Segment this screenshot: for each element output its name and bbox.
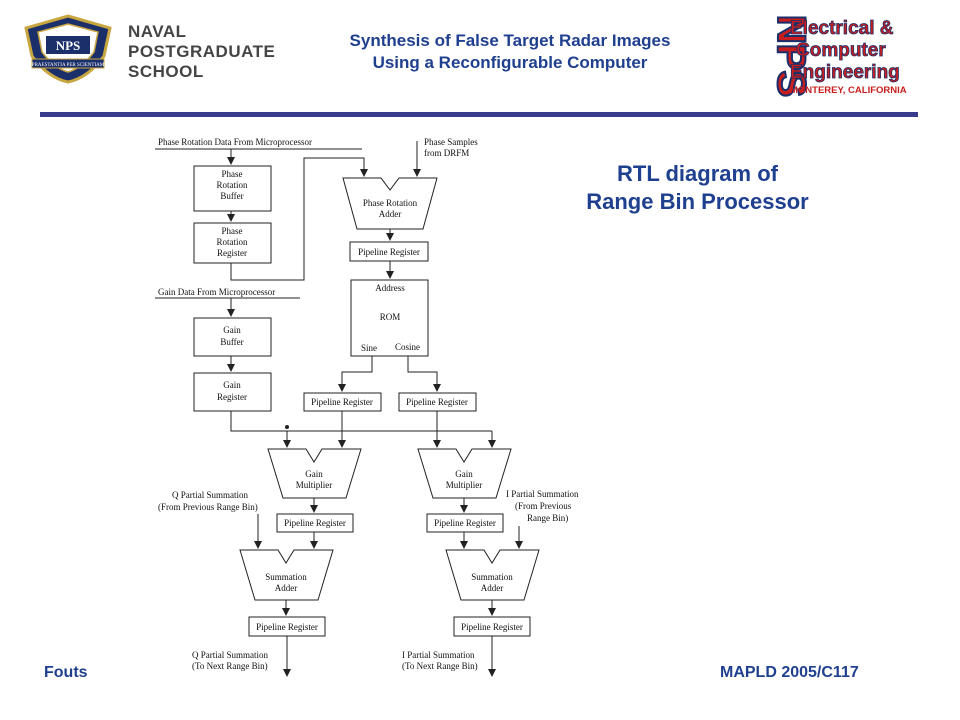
q-partial-out-label-1: Q Partial Summation [192,650,268,660]
i-partial-in-label-3: Range Bin) [527,513,568,523]
ece-line-2: Computer [796,40,886,61]
svg-text:Pipeline Register: Pipeline Register [358,247,420,257]
svg-text:Address: Address [375,283,405,293]
summation-adder-i [445,549,540,601]
svg-text:Pipeline Register: Pipeline Register [284,518,346,528]
i-partial-in-label-2: (From Previous [515,501,572,511]
svg-text:Adder: Adder [481,583,504,593]
pipeline-register-phase [349,241,429,262]
svg-text:Gain: Gain [223,325,241,335]
pipeline-register-q-mult [276,513,354,533]
gain-buffer [193,317,272,357]
i-partial-out-label-1: I Partial Summation [402,650,475,660]
svg-text:Phase: Phase [222,226,243,236]
gain-register [193,372,272,412]
slide-title-line-1: RTL diagram of [617,161,778,186]
svg-text:Pipeline Register: Pipeline Register [434,518,496,528]
header-rule [40,112,918,117]
svg-text:Phase: Phase [222,169,243,179]
q-partial-in-label-2: (From Previous Range Bin) [158,502,258,512]
junction-dot [285,425,289,429]
phase-rotation-adder [342,177,438,230]
svg-text:Buffer: Buffer [220,337,243,347]
svg-text:Cosine: Cosine [395,342,420,352]
title-line-1: Synthesis of False Target Radar Images [349,31,671,50]
q-partial-in-label-1: Q Partial Summation [172,490,248,500]
svg-text:Adder: Adder [275,583,298,593]
title-line-2: Using a Reconfigurable Computer [372,53,648,72]
svg-text:Rotation: Rotation [217,180,248,190]
svg-text:Multiplier: Multiplier [446,480,483,490]
svg-text:Gain: Gain [223,380,241,390]
ece-line-3: Engineering [790,62,900,83]
ece-line-1: Electrical & [790,18,894,39]
i-partial-out-label-2: (To Next Range Bin) [402,661,478,671]
footer-author: Fouts [44,664,88,681]
slide-title-line-2: Range Bin Processor [586,189,809,214]
svg-text:Rotation: Rotation [217,237,248,247]
svg-text:Register: Register [217,248,247,258]
seal-text: NPS [56,38,81,53]
phase-samples-label-2: from DRFM [424,148,469,158]
rom [350,279,429,357]
ece-logo: NPS Electrical & Computer Engineering MO… [768,14,907,98]
ece-nps-letters: NPS [769,15,813,97]
i-partial-in-label-1: I Partial Summation [506,489,579,499]
summation-adder-q [239,549,334,601]
phase-rotation-input-label: Phase Rotation Data From Microprocessor [158,137,312,147]
phase-rotation-buffer [193,165,272,212]
phase-rotation-register [193,222,272,264]
svg-text:Pipeline Register: Pipeline Register [311,397,373,407]
svg-text:Pipeline Register: Pipeline Register [461,622,523,632]
pipeline-register-i-mult [426,513,504,533]
nps-seal-logo: NPS PRAESTANTIA PER SCIENTIAM [24,14,112,84]
gain-multiplier-i [417,448,512,499]
svg-text:Gain: Gain [305,469,323,479]
svg-text:Buffer: Buffer [220,191,243,201]
svg-text:Register: Register [217,392,247,402]
svg-text:Adder: Adder [379,209,402,219]
footer-conference: MAPLD 2005/C117 [720,664,859,681]
svg-text:ROM: ROM [380,312,401,322]
q-partial-out-label-2: (To Next Range Bin) [192,661,268,671]
gain-input-label: Gain Data From Microprocessor [158,287,275,297]
gain-multiplier-q [267,448,362,499]
svg-text:Sine: Sine [361,343,377,353]
svg-text:Phase Rotation: Phase Rotation [363,198,418,208]
svg-text:Summation: Summation [471,572,513,582]
svg-text:Summation: Summation [265,572,307,582]
svg-text:Pipeline Register: Pipeline Register [256,622,318,632]
phase-samples-label-1: Phase Samples [424,137,478,147]
svg-text:Gain: Gain [455,469,473,479]
svg-text:Multiplier: Multiplier [296,480,333,490]
ece-location: MONTEREY, CALIFORNIA [790,85,907,96]
slide-title: RTL diagram of Range Bin Processor [555,160,840,216]
school-name: NAVAL POSTGRADUATE SCHOOL [128,22,276,81]
seal-motto: PRAESTANTIA PER SCIENTIAM [32,63,105,68]
svg-text:Pipeline Register: Pipeline Register [406,397,468,407]
presentation-title: Synthesis of False Target Radar Images U… [275,30,745,74]
